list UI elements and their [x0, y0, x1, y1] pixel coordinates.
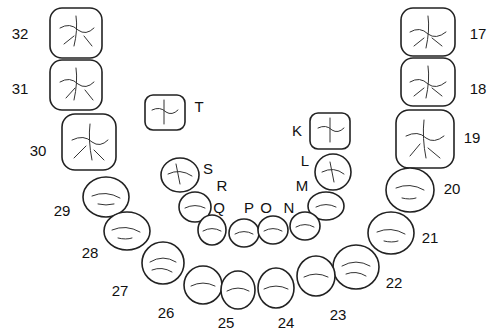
- primary-incisor: [229, 219, 259, 247]
- tooth-label: 23: [330, 307, 347, 322]
- incisor: [297, 256, 335, 296]
- premolar: [368, 212, 414, 254]
- incisor: [221, 271, 255, 309]
- molar: [50, 8, 102, 58]
- molar: [401, 58, 455, 106]
- premolar: [83, 177, 129, 217]
- incisor: [258, 268, 294, 308]
- tooth-label: N: [284, 200, 295, 215]
- premolar: [386, 168, 434, 212]
- primary-molar: [315, 154, 351, 190]
- tooth-label: K: [292, 123, 302, 138]
- molar: [401, 8, 455, 56]
- primary-molar: [145, 95, 185, 130]
- tooth-creases: [60, 16, 446, 291]
- tooth-label: 30: [30, 143, 47, 158]
- tooth-label: P: [244, 200, 254, 215]
- tooth-label: 24: [278, 315, 295, 330]
- tooth-label: T: [194, 99, 203, 114]
- primary-molar: [310, 113, 350, 149]
- tooth-label: O: [260, 200, 272, 215]
- tooth-label: 26: [158, 305, 175, 320]
- primary-molar: [161, 158, 199, 192]
- tooth-label: 31: [12, 81, 29, 96]
- premolar: [104, 212, 150, 250]
- canine: [142, 242, 184, 284]
- molar: [396, 110, 454, 168]
- tooth-label: 18: [470, 81, 487, 96]
- tooth-label: 22: [386, 275, 403, 290]
- tooth-label: S: [203, 161, 213, 176]
- molar: [62, 114, 116, 170]
- primary-incisor: [290, 212, 320, 240]
- tooth-label: 25: [218, 315, 235, 330]
- tooth-label: 28: [82, 245, 99, 260]
- tooth-label: R: [217, 178, 228, 193]
- tooth-label: 32: [12, 26, 29, 41]
- tooth-label: 21: [422, 230, 439, 245]
- tooth-label: 17: [470, 26, 487, 41]
- tooth-label: M: [296, 178, 309, 193]
- canine: [333, 245, 379, 289]
- primary-incisor: [258, 216, 288, 244]
- primary-incisor: [198, 215, 226, 245]
- tooth-label: 27: [112, 283, 129, 298]
- tooth-label: 19: [464, 130, 481, 145]
- tooth-label: Q: [213, 200, 225, 215]
- incisor: [184, 266, 222, 304]
- tooth-label: L: [301, 153, 309, 168]
- tooth-label: 29: [54, 203, 71, 218]
- tooth-label: 20: [444, 181, 461, 196]
- molar: [50, 60, 102, 110]
